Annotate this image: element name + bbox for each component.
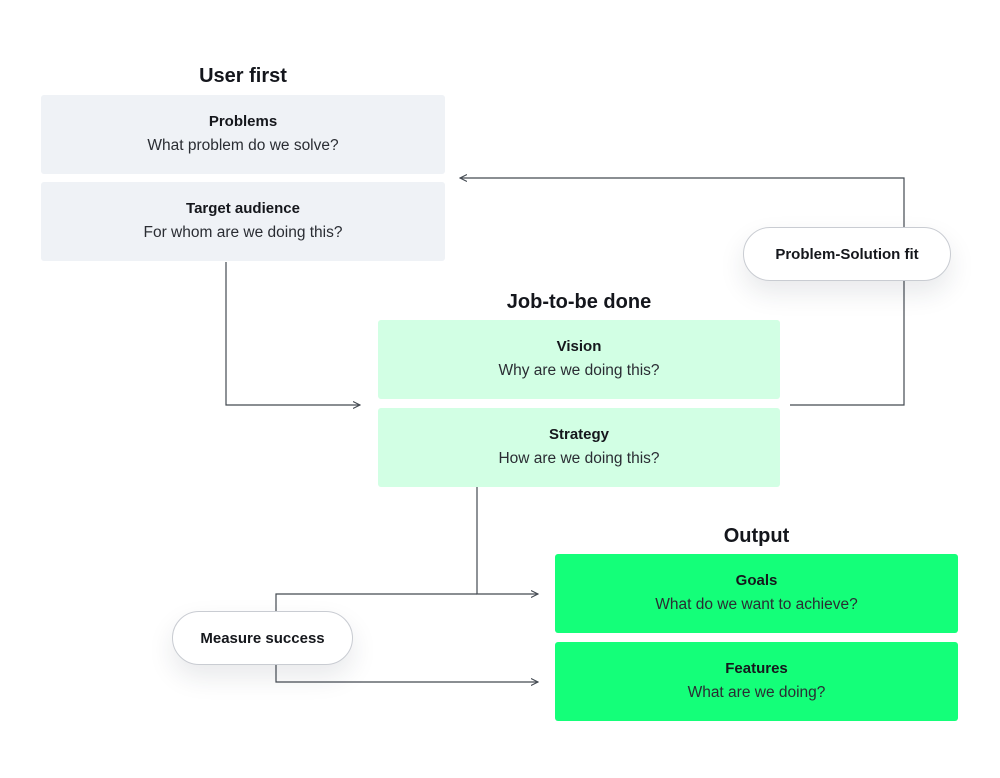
target-audience-subtitle: For whom are we doing this? (143, 224, 343, 241)
goals-title: Goals (735, 572, 778, 589)
problems-card: Problems What problem do we solve? (41, 95, 445, 174)
strategy-title: Strategy (548, 426, 610, 443)
connector-measure-to-goals (275, 593, 477, 612)
goals-card: Goals What do we want to achieve? (555, 554, 958, 633)
vision-card: Vision Why are we doing this? (378, 320, 780, 399)
connector-vision-to-problems (460, 178, 905, 406)
problems-title: Problems (208, 113, 278, 130)
connector-strategy-to-goals (476, 487, 538, 594)
strategy-subtitle: How are we doing this? (498, 450, 660, 467)
target-audience-card: Target audience For whom are we doing th… (41, 182, 445, 261)
strategy-card: Strategy How are we doing this? (378, 408, 780, 487)
problems-subtitle: What problem do we solve? (147, 137, 339, 154)
goals-subtitle: What do we want to achieve? (655, 596, 858, 613)
section-title-user-first: User first (199, 65, 287, 87)
section-title-job-to-be-done: Job-to-be done (506, 291, 652, 313)
vision-title: Vision (556, 338, 602, 355)
section-title-output: Output (723, 525, 790, 547)
connector-measure-to-features (275, 664, 538, 682)
features-card: Features What are we doing? (555, 642, 958, 721)
connector-audience-to-vision (225, 262, 360, 405)
measure-success-pill: Measure success (172, 611, 353, 665)
target-audience-title: Target audience (186, 200, 300, 217)
problem-solution-fit-pill: Problem-Solution fit (743, 227, 951, 281)
vision-subtitle: Why are we doing this? (498, 362, 660, 379)
features-subtitle: What are we doing? (687, 684, 826, 701)
features-title: Features (725, 660, 788, 677)
